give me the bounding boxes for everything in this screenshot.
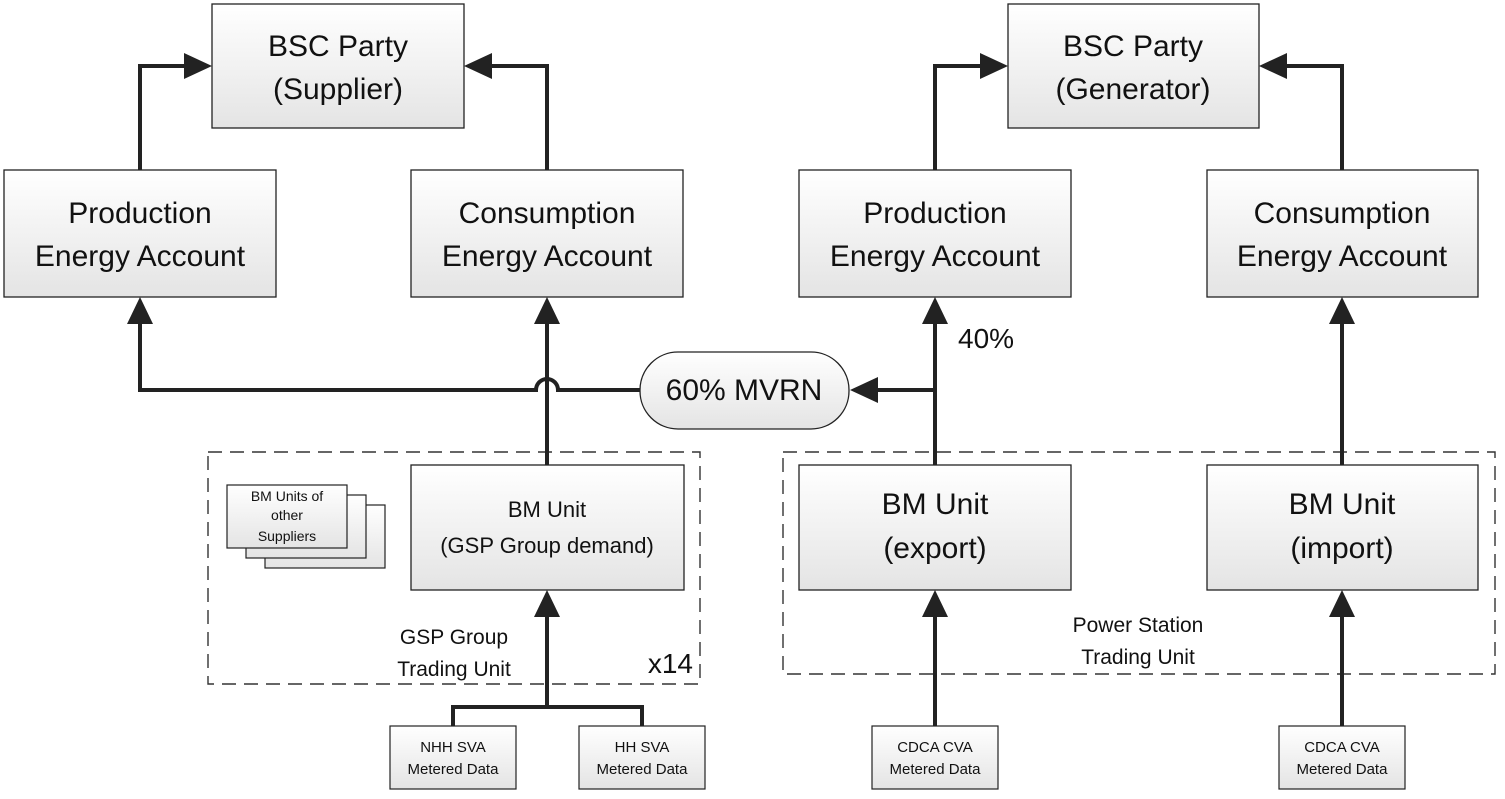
node-line1: CDCA CVA [897,739,973,756]
node-line1: BSC Party [1063,30,1203,63]
production-energy-account-supplier-node: Production Energy Account [3,169,277,298]
node-line3: Suppliers [258,528,316,544]
arrowhead-icon [184,53,212,79]
bm-units-other-suppliers-stack: BM Units of other Suppliers [226,484,386,569]
bsc-party-generator-node: BSC Party (Generator) [1007,3,1260,129]
node-line1: BM Unit [508,497,586,522]
node-line2: Metered Data [597,761,689,778]
gsp-group-multiplier: x14 [648,648,693,679]
edge-cons-supplier-to-bsc-supplier [486,64,549,170]
edge-mvrn-to-prod-supplier [138,320,640,392]
node-line2: (import) [1290,532,1393,565]
power-station-trading-unit-boundary [782,451,1496,675]
node-line2: Energy Account [830,240,1041,273]
node-line1: NHH SVA [420,739,486,756]
arrowhead-icon [534,590,560,617]
node-line2: Energy Account [442,240,653,273]
node-line2: (Supplier) [273,73,403,106]
cdca-cva-metered-data-import-node: CDCA CVA Metered Data [1278,725,1406,790]
arrowhead-icon [922,590,948,617]
consumption-energy-account-supplier-node: Consumption Energy Account [410,169,684,298]
bm-unit-gsp-group-demand-node: BM Unit (GSP Group demand) [410,464,685,591]
node-line1: Production [68,197,211,230]
edge-prod-supplier-to-bsc-supplier [138,64,190,170]
arrowhead-icon [534,297,560,324]
edge-cons-generator-to-bsc-generator [1281,64,1344,170]
power-station-label-line1: Power Station [1073,614,1204,637]
mvrn-node: 60% MVRN [639,351,850,430]
node-line1: BM Units of [251,488,323,504]
gsp-group-label-line2: Trading Unit [397,658,511,681]
edge-prod-generator-to-bsc-generator [933,64,986,170]
node-line1: Consumption [459,197,636,230]
power-station-label-line2: Trading Unit [1081,646,1195,669]
arrowhead-icon [127,297,153,324]
mvrn-label: 60% MVRN [666,374,823,407]
node-line2: Metered Data [408,761,500,778]
edge-sva-data-join [451,705,644,726]
node-line2: (Generator) [1055,73,1210,106]
bsc-party-supplier-node: BSC Party (Supplier) [211,3,465,129]
bm-unit-export-node: BM Unit (export) [798,464,1072,591]
node-line1: CDCA CVA [1304,739,1380,756]
arrowhead-icon [464,53,492,79]
production-energy-account-generator-node: Production Energy Account [798,169,1072,298]
gsp-group-label-line1: GSP Group [400,626,508,649]
node-line2: other [271,507,303,523]
arrowhead-icon [980,53,1008,79]
edge-label-40-percent: 40% [958,323,1014,354]
hh-sva-metered-data-node: HH SVA Metered Data [578,725,706,790]
bm-unit-import-node: BM Unit (import) [1206,464,1479,591]
node-line2: (export) [883,532,986,565]
arrowhead-icon [1329,590,1355,617]
node-line2: Metered Data [1297,761,1389,778]
node-line1: BM Unit [882,488,989,521]
node-line2: Energy Account [35,240,246,273]
node-line1: HH SVA [615,739,670,756]
arrowhead-icon [850,377,878,403]
cdca-cva-metered-data-export-node: CDCA CVA Metered Data [871,725,999,790]
node-line1: Production [863,197,1006,230]
node-line1: BSC Party [268,30,408,63]
node-line1: BM Unit [1289,488,1396,521]
gsp-group-trading-unit-boundary [207,451,701,685]
node-line2: (GSP Group demand) [440,533,654,558]
arrowhead-icon [922,297,948,324]
arrowhead-icon [1259,53,1287,79]
node-line2: Energy Account [1237,240,1448,273]
consumption-energy-account-generator-node: Consumption Energy Account [1206,169,1479,298]
node-line1: Consumption [1254,197,1431,230]
nhh-sva-metered-data-node: NHH SVA Metered Data [389,725,517,790]
node-line2: Metered Data [890,761,982,778]
arrowhead-icon [1329,297,1355,324]
